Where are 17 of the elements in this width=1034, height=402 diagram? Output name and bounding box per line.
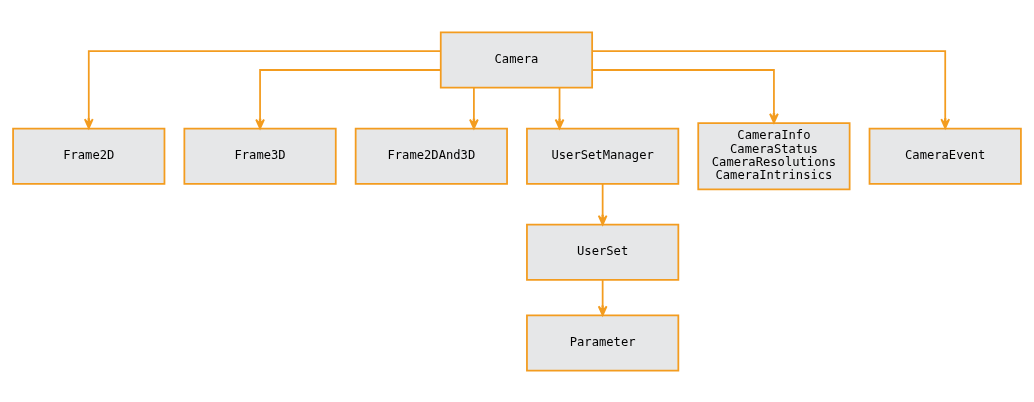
node-box: Frame2D [12, 127, 166, 185]
arrow [255, 68, 442, 129]
arrow [591, 68, 779, 123]
arrow [469, 86, 479, 129]
node-box: Camera [439, 31, 594, 89]
node-box: CameraInfo CameraStatus CameraResolutions CameraIntrinsics [697, 121, 851, 190]
node-box: Parameter [526, 313, 680, 371]
arrow [597, 182, 608, 225]
arrow [591, 49, 951, 129]
node-box: Frame2DAnd3D [354, 127, 508, 185]
node-box: CameraEvent [868, 127, 1022, 185]
node-box: Frame3D [183, 127, 337, 185]
node-box: UserSet [526, 223, 680, 281]
arrow [83, 49, 442, 129]
arrow [554, 86, 565, 129]
node-box: UserSetManager [526, 127, 680, 185]
arrow [597, 278, 608, 316]
